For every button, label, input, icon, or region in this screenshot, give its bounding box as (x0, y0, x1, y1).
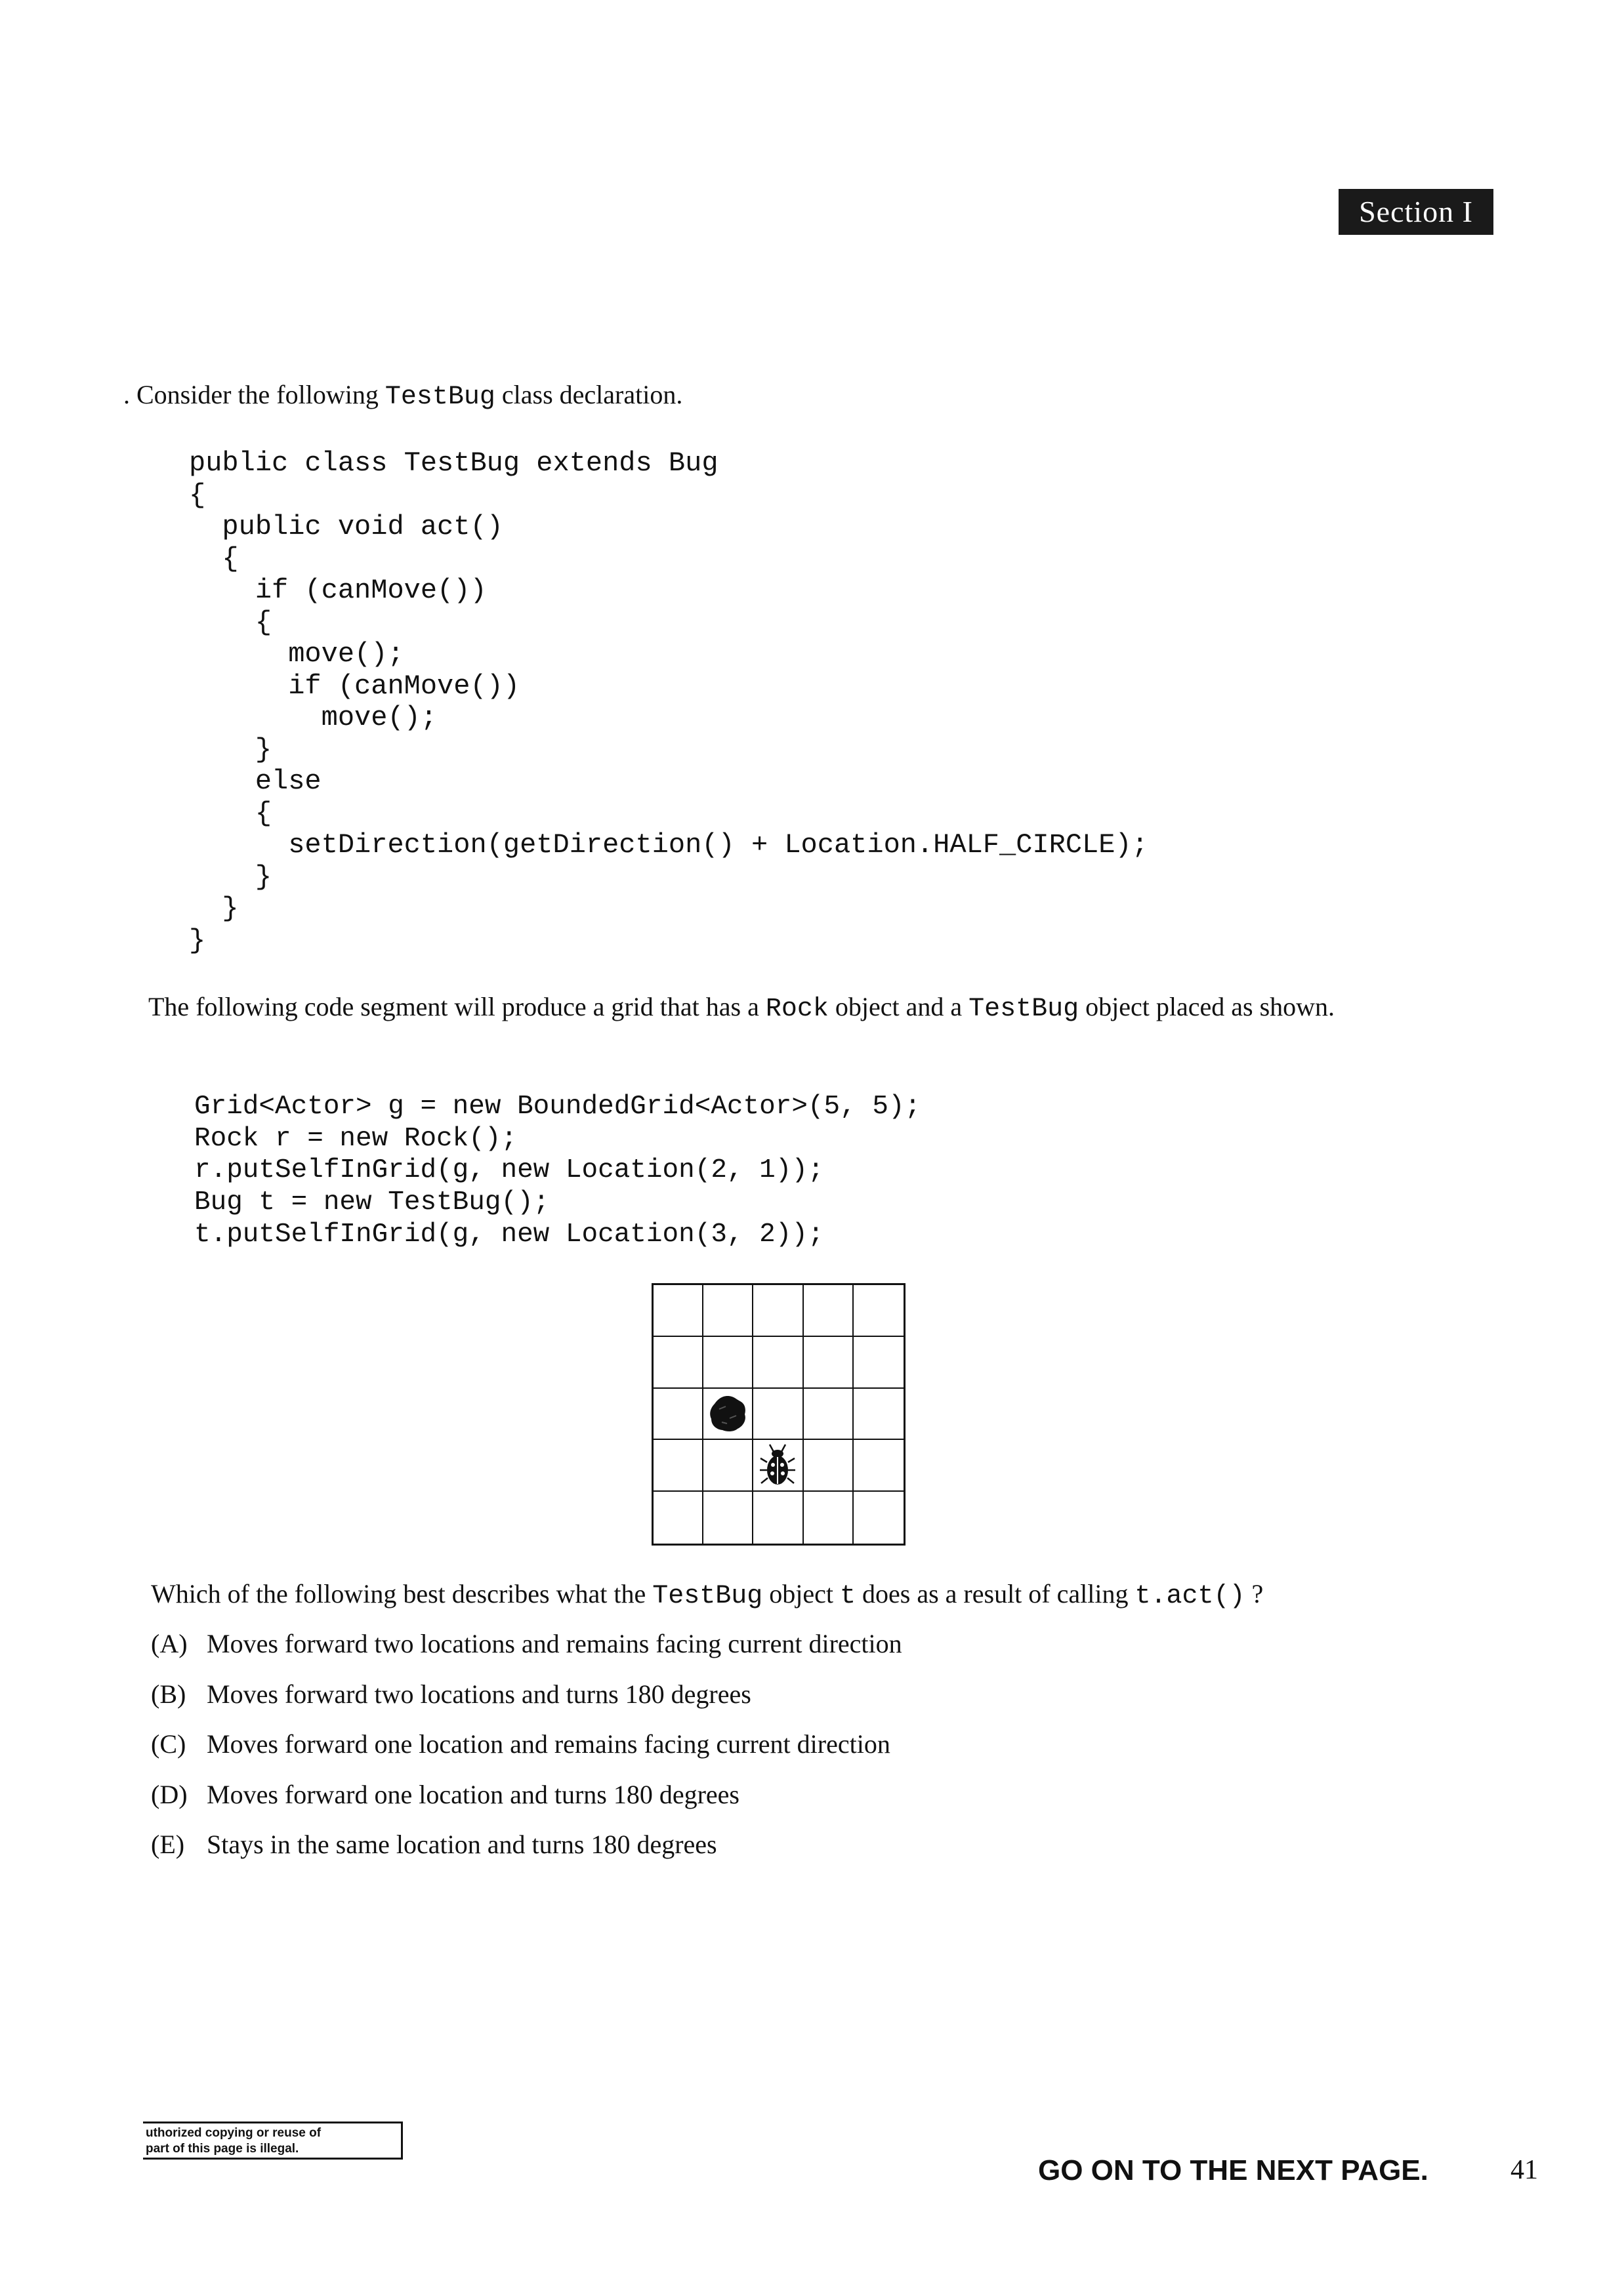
question-text-3: does as a result of calling (856, 1579, 1135, 1609)
question-method-call: t.act() (1135, 1582, 1245, 1611)
code-line: Bug t = new TestBug(); (194, 1187, 550, 1218)
grid-cell (753, 1336, 804, 1389)
code-line: r.putSelfInGrid(g, new Location(2, 1)); (194, 1155, 824, 1186)
question-intro: . Consider the following TestBug class d… (123, 379, 682, 412)
grid-cell (654, 1285, 704, 1337)
code-line: public class TestBug extends Bug (189, 447, 718, 479)
choice-text: Moves forward one location and turns 180… (207, 1779, 739, 1809)
choice-text: Moves forward one location and remains f… (207, 1729, 890, 1759)
grid-cell (654, 1336, 704, 1389)
intro-suffix: class declaration. (495, 380, 683, 409)
grid-cell (703, 1492, 754, 1544)
grid-cell (804, 1492, 854, 1544)
code-line: } (189, 733, 272, 766)
grid-cell (654, 1388, 704, 1441)
grid-cell (753, 1440, 804, 1492)
grid-cell (654, 1440, 704, 1492)
code-line: Grid<Actor> g = new BoundedGrid<Actor>(5… (194, 1092, 921, 1122)
code-line: { (189, 606, 272, 638)
code-line: { (189, 479, 206, 511)
class-code-block: public class TestBug extends Bug{ public… (189, 447, 1148, 956)
question-text-4: ? (1245, 1579, 1264, 1609)
grid-cell (753, 1285, 804, 1337)
grid-cell (753, 1492, 804, 1544)
question-stem: Which of the following best describes wh… (151, 1578, 1263, 1611)
go-on-notice: GO ON TO THE NEXT PAGE. (1038, 2154, 1428, 2186)
copyright-line-1: uthorized copying or reuse of (146, 2126, 322, 2140)
choice-letter: (C) (151, 1729, 186, 1759)
answer-choices: (A) Moves forward two locations and remai… (151, 1628, 902, 1879)
code-line: setDirection(getDirection() + Location.H… (189, 829, 1148, 861)
choice-text: Moves forward two locations and remains … (207, 1629, 902, 1658)
grid-cell (703, 1285, 754, 1337)
choice-text: Stays in the same location and turns 180… (207, 1830, 717, 1859)
answer-choice-b[interactable]: (B) Moves forward two locations and turns… (151, 1679, 902, 1729)
code-line: { (189, 543, 239, 575)
grid-cell (703, 1388, 754, 1441)
answer-choice-c[interactable]: (C) Moves forward one location and remain… (151, 1729, 902, 1779)
grid-cell (753, 1388, 804, 1441)
question-text-1: Which of the following best describes wh… (151, 1579, 653, 1609)
choice-letter: (D) (151, 1779, 188, 1809)
setup-text-1: The following code segment will produce … (148, 992, 766, 1021)
grid-cell (803, 1440, 854, 1492)
rock-icon (710, 1395, 746, 1432)
answer-choice-a[interactable]: (A) Moves forward two locations and remai… (151, 1628, 902, 1679)
code-line: if (canMove()) (189, 670, 520, 702)
grid-cell (803, 1336, 854, 1389)
question-variable: t (840, 1582, 856, 1611)
code-line: } (189, 893, 239, 924)
grid-cell (703, 1440, 754, 1492)
section-label: Section I (1339, 189, 1493, 235)
grid-cell (803, 1388, 854, 1441)
code-line: else (189, 766, 322, 797)
choice-text: Moves forward two locations and turns 18… (207, 1679, 751, 1709)
bounded-grid-diagram (652, 1283, 906, 1546)
grid-cell (854, 1492, 904, 1544)
setup-testbug-name: TestBug (968, 994, 1079, 1024)
grid-cell (853, 1337, 904, 1389)
answer-choice-d[interactable]: (D) Moves forward one location and turns … (151, 1779, 902, 1830)
copyright-line-2: part of this page is illegal. (146, 2142, 299, 2156)
code-line: t.putSelfInGrid(g, new Location(3, 2)); (194, 1219, 824, 1250)
answer-choice-e[interactable]: (E) Stays in the same location and turns … (151, 1829, 902, 1879)
copyright-notice: uthorized copying or reuse of part of thi… (143, 2122, 403, 2160)
choice-letter: (E) (151, 1830, 185, 1859)
choice-letter: (B) (151, 1679, 186, 1709)
code-line: } (189, 924, 206, 956)
question-object-name: TestBug (652, 1582, 763, 1611)
bug-icon (760, 1444, 796, 1485)
grid-cell (654, 1492, 704, 1544)
code-line: move(); (189, 702, 438, 733)
choice-letter: (A) (151, 1629, 188, 1658)
code-line: move(); (189, 638, 404, 670)
grid-cell (853, 1440, 904, 1492)
setup-code-block: Grid<Actor> g = new BoundedGrid<Actor>(5… (194, 1091, 921, 1250)
code-line: { (189, 797, 272, 829)
setup-text-2: object and a (828, 992, 969, 1021)
intro-prefix: . Consider the following (123, 380, 385, 409)
grid-cell (853, 1285, 904, 1337)
page-number: 41 (1510, 2155, 1538, 2185)
intro-class-name: TestBug (385, 382, 495, 412)
code-line: Rock r = new Rock(); (194, 1123, 518, 1154)
grid-cell (803, 1285, 854, 1337)
code-line: if (canMove()) (189, 575, 487, 606)
question-text-2: object (762, 1579, 841, 1609)
grid-cell (853, 1389, 904, 1441)
setup-paragraph: The following code segment will produce … (148, 989, 1461, 1027)
setup-text-3: object placed as shown. (1079, 992, 1335, 1021)
code-line: public void act() (189, 511, 503, 543)
setup-rock-name: Rock (765, 994, 829, 1024)
code-line: } (189, 861, 272, 893)
grid-cell (703, 1336, 754, 1389)
